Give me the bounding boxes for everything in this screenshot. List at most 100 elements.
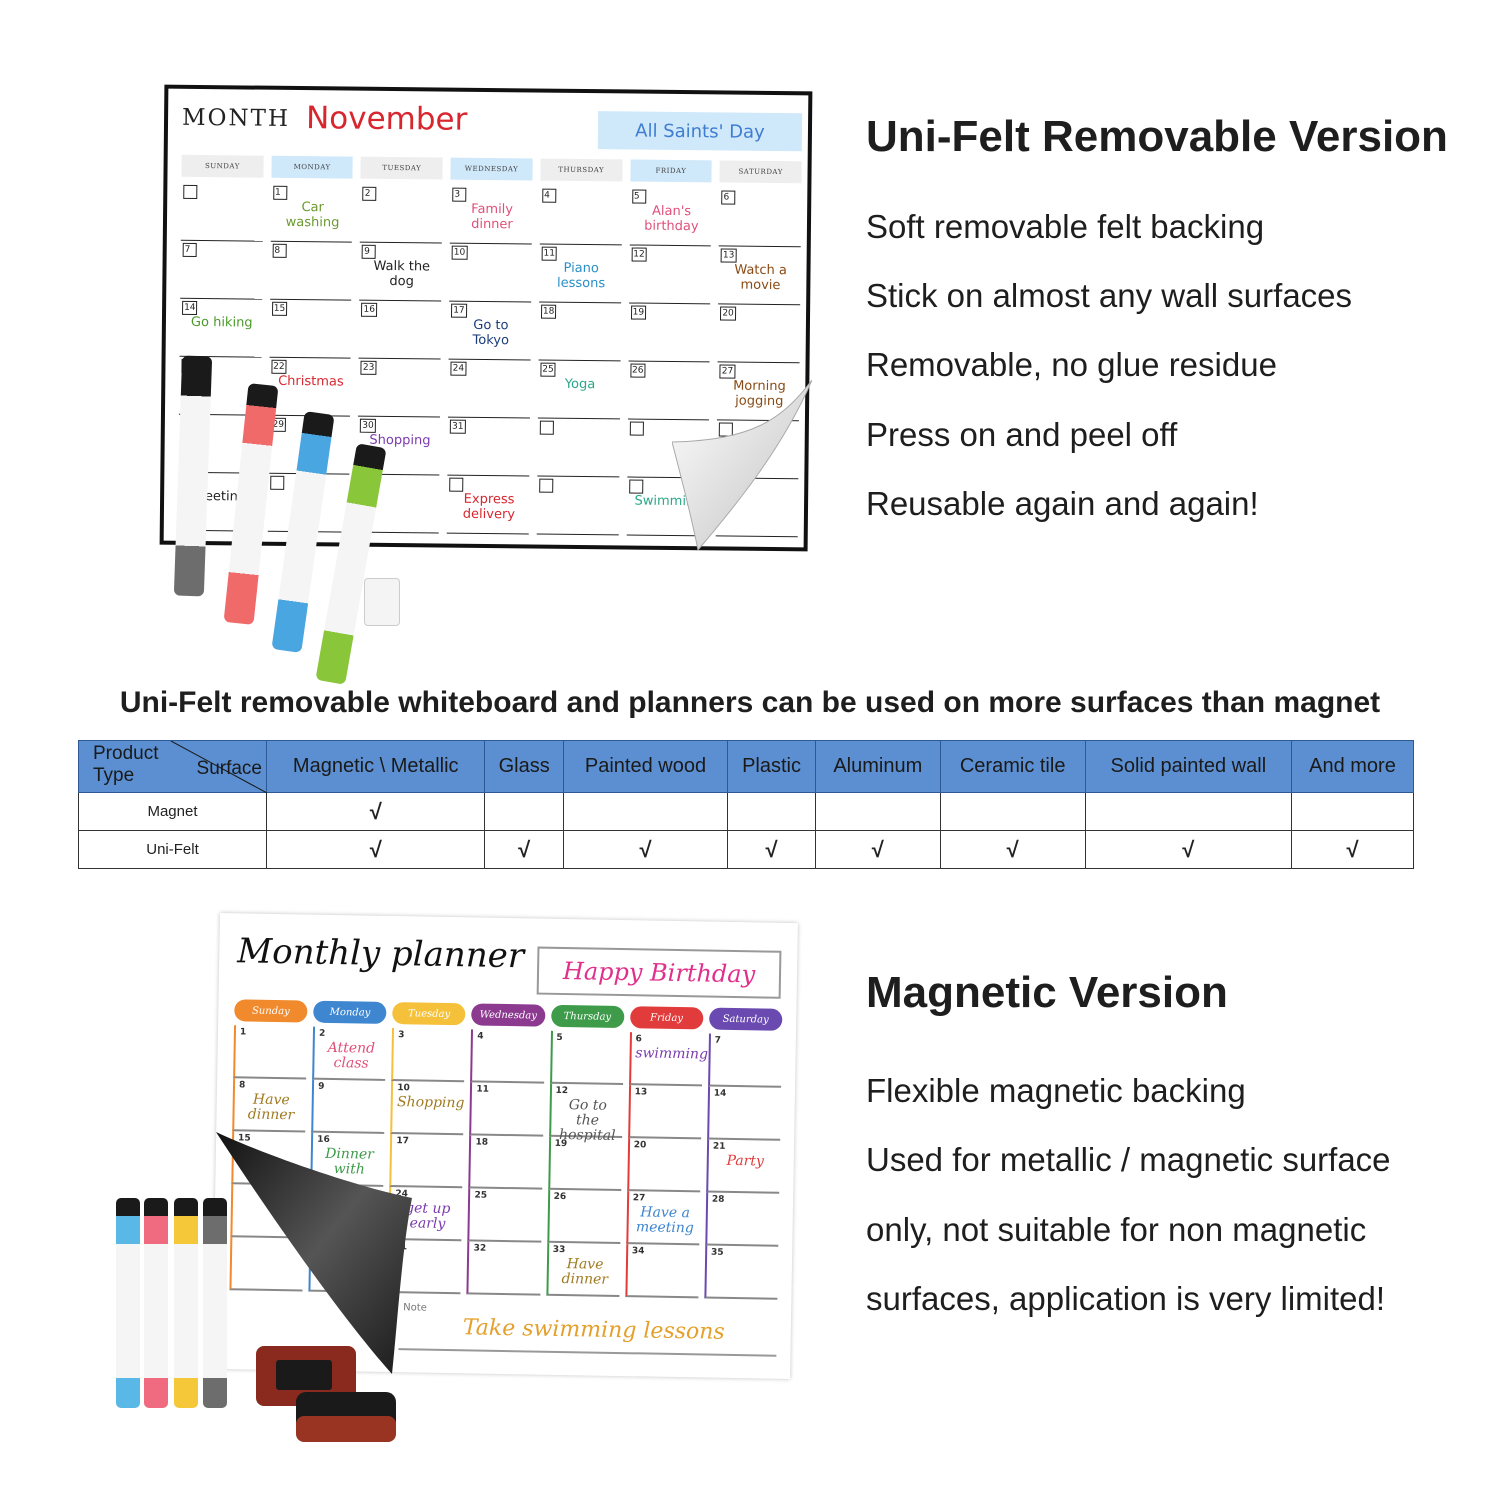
calendar-day-cell[interactable]: 10 — [449, 243, 532, 303]
planner-day-cell[interactable]: 28 — [705, 1192, 780, 1247]
calendar-day-cell[interactable]: 20 — [717, 304, 801, 364]
weekday-pill: Monday — [313, 1000, 387, 1024]
day-number: 35 — [710, 1247, 724, 1258]
day-number: 24 — [450, 361, 467, 376]
magnetic-bullet: Used for metallic / magnetic surface — [866, 1141, 1391, 1178]
calendar-day-cell[interactable]: 8 — [269, 241, 353, 301]
compatibility-cell: √ — [484, 830, 564, 869]
day-number: 9 — [362, 244, 377, 259]
surface-header: Painted wood — [562, 740, 729, 793]
day-number — [629, 421, 644, 436]
calendar-day-cell[interactable]: 6 — [719, 188, 802, 248]
day-number: 9 — [318, 1081, 325, 1092]
day-number: 13 — [720, 248, 737, 263]
planner-day-cell[interactable]: 13 — [627, 1085, 702, 1140]
weekday-label: TUESDAY — [360, 156, 443, 180]
day-number — [183, 184, 198, 199]
planner-day-cell[interactable]: 1 — [233, 1025, 308, 1080]
day-number: 10 — [397, 1083, 410, 1094]
event-note: Have dinner — [561, 1256, 609, 1288]
calendar-day-cell[interactable]: 12 — [628, 245, 712, 305]
day-number: 28 — [711, 1194, 725, 1205]
calendar-day-cell[interactable]: 18 — [538, 302, 621, 362]
calendar-day-cell[interactable]: 15 — [269, 299, 352, 359]
planner-day-cell[interactable]: 7 — [707, 1033, 782, 1088]
calendar-day-cell[interactable]: 2 — [360, 184, 443, 244]
calendar-day-cell[interactable]: 16 — [358, 300, 442, 360]
day-number: 25 — [474, 1190, 488, 1201]
planner-day-cell[interactable]: 19 — [547, 1136, 622, 1192]
compatibility-cell: √ — [939, 830, 1086, 869]
day-number: 26 — [553, 1191, 567, 1203]
day-number: 4 — [542, 188, 557, 203]
surface-header: Solid painted wall — [1084, 740, 1292, 793]
compatibility-cell — [562, 792, 729, 831]
planner-day-cell[interactable]: 3 — [391, 1028, 466, 1083]
planner-day-cell[interactable]: 9 — [311, 1079, 386, 1134]
calendar-day-cell[interactable]: 4 — [539, 186, 622, 246]
calendar-day-cell[interactable] — [536, 476, 619, 536]
calendar-day-cell[interactable]: 23 — [358, 358, 441, 418]
planner-day-cell[interactable]: 35 — [704, 1245, 779, 1300]
day-number: 26 — [629, 363, 646, 378]
calendar-day-cell[interactable]: 31 — [447, 417, 530, 477]
surface-header: Glass — [484, 740, 564, 793]
planner-day-cell[interactable]: 34 — [625, 1244, 700, 1299]
calendar-day-cell[interactable] — [537, 418, 620, 478]
calendar-day-cell[interactable]: 19 — [628, 303, 711, 363]
magnetic-bullet: only, not suitable for non magnetic — [866, 1211, 1367, 1248]
day-number — [449, 477, 464, 492]
day-number: 25 — [540, 362, 556, 377]
magnetic-bullet: surfaces, application is very limited! — [866, 1280, 1386, 1317]
planner-day-cell[interactable]: 11 — [469, 1082, 544, 1137]
event-note: Watch a movie — [734, 262, 788, 294]
planner-day-cell[interactable]: 25 — [467, 1188, 542, 1243]
weekday-label: FRIDAY — [629, 159, 712, 183]
day-number: 30 — [360, 418, 376, 433]
day-number: 6 — [635, 1034, 642, 1045]
day-number: 7 — [182, 242, 197, 257]
calendar-day-cell[interactable]: Express delivery — [446, 475, 530, 535]
day-number: 23 — [360, 360, 377, 375]
surface-header: Aluminum — [814, 740, 941, 793]
day-number: 6 — [721, 190, 736, 205]
planner-day-cell[interactable]: 20 — [626, 1138, 701, 1193]
planner-day-cell[interactable]: 5 — [549, 1030, 624, 1086]
planner-day-cell[interactable]: 14 — [706, 1086, 782, 1141]
day-number: 3 — [452, 187, 467, 202]
day-number: 16 — [361, 302, 378, 317]
planner-day-cell[interactable]: 4 — [470, 1029, 545, 1084]
planner-day-cell[interactable]: 18 — [468, 1135, 543, 1190]
event-note: Express delivery — [462, 491, 516, 523]
day-number: 12 — [555, 1085, 569, 1097]
uni-felt-bullet: Reusable again and again! — [866, 485, 1259, 522]
calendar-day-cell[interactable]: 7 — [180, 240, 263, 300]
event-note: swimming — [635, 1045, 709, 1063]
compatibility-cell — [727, 792, 816, 831]
diagonal-divider — [170, 741, 267, 793]
day-number: 11 — [541, 246, 558, 261]
planner-day-cell[interactable]: 26 — [546, 1189, 621, 1245]
calendar-day-cell[interactable]: 24 — [448, 359, 531, 419]
day-number: 27 — [632, 1193, 646, 1204]
calendar-day-cell[interactable] — [180, 182, 264, 242]
planner-day-cell[interactable]: 32 — [466, 1241, 541, 1296]
